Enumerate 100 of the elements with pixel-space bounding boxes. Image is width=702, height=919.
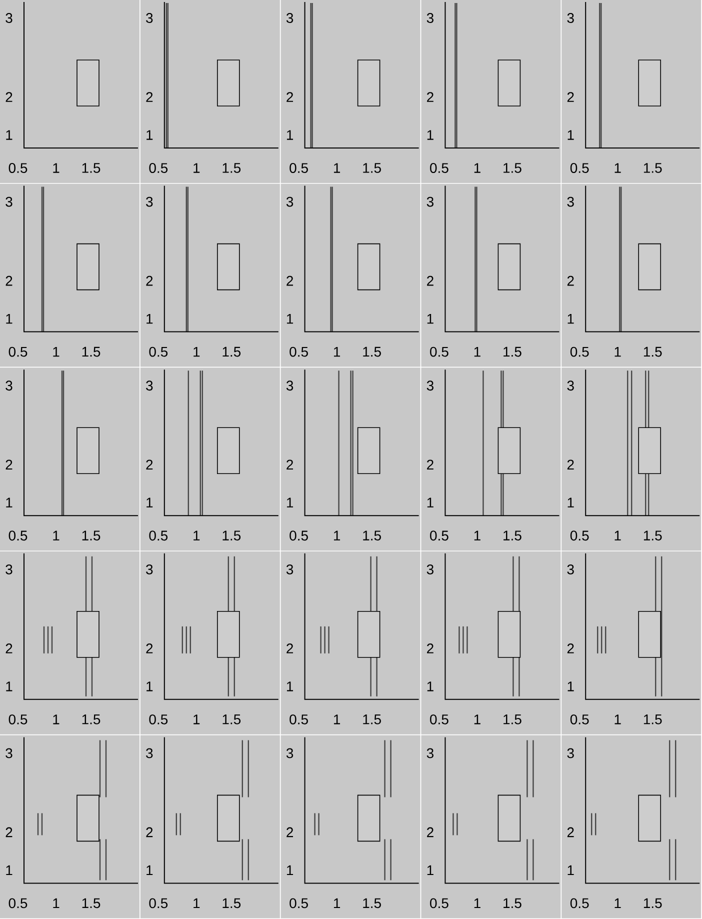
tick-label: 3 (426, 564, 434, 574)
tick-label: 1.5 (504, 163, 522, 173)
tick-label: 1 (286, 682, 294, 692)
tick-label: 1 (427, 130, 434, 140)
tick-label: 3 (286, 196, 294, 207)
tick-label: 0.5 (430, 898, 448, 908)
tick-label: 0.5 (570, 898, 589, 908)
tick-label: 2 (146, 92, 153, 102)
tick-label: 1 (194, 714, 200, 724)
tick-label: 1.5 (222, 346, 241, 357)
tick-label: 3 (286, 13, 294, 23)
tick-label: 2 (146, 827, 153, 838)
tick-label: 1 (286, 865, 294, 876)
tick-label: 3 (286, 748, 294, 758)
tick-label: 3 (146, 13, 153, 23)
tick-label: 1 (6, 865, 12, 876)
tick-label: 1 (427, 682, 434, 692)
tick-label: 2 (427, 827, 434, 838)
tick-label: 3 (567, 380, 574, 391)
tick-label: 1 (474, 347, 480, 357)
tick-label: 1.5 (644, 714, 662, 724)
tick-label: 3 (286, 380, 294, 391)
tick-label: 0.5 (149, 163, 168, 173)
tick-label: 0.5 (570, 163, 589, 173)
tick-label: 1 (53, 898, 60, 908)
tick-label: 3 (6, 564, 12, 574)
tick-label: 3 (146, 380, 153, 391)
tick-label: 2 (286, 827, 293, 838)
tick-label: 3 (146, 196, 153, 207)
tick-label: 2 (146, 276, 153, 286)
tick-label: 1.5 (82, 530, 100, 540)
tick-label: 1 (146, 682, 153, 692)
tick-label: 0.5 (8, 346, 28, 357)
tick-label: 0.5 (430, 346, 448, 357)
tick-label: 0.5 (149, 898, 168, 908)
tick-label: 1.5 (644, 163, 662, 173)
tick-label: 3 (146, 748, 153, 758)
tick-label: 1.5 (644, 898, 662, 908)
tick-label: 0.5 (290, 346, 308, 357)
tick-label: 1.5 (644, 530, 662, 540)
tick-label: 1.5 (82, 346, 100, 357)
tick-label: 1 (474, 163, 480, 173)
tick-label: 1 (474, 530, 480, 540)
tick-label: 1 (146, 130, 153, 140)
tick-label: 2 (567, 276, 574, 286)
tick-label: 2 (567, 644, 574, 654)
tick-label: 0.5 (290, 898, 308, 908)
tick-label: 1 (568, 498, 574, 508)
tick-label: 1 (427, 865, 434, 876)
tick-label: 1 (427, 498, 434, 508)
tick-label: 1.5 (644, 346, 662, 357)
tick-label: 0.5 (149, 346, 168, 357)
tick-label: 0.5 (290, 163, 308, 173)
tick-label: 3 (567, 196, 574, 207)
tick-label: 1.5 (82, 714, 100, 724)
tick-label: 1 (614, 714, 621, 724)
tick-label: 1 (614, 530, 621, 540)
tick-label: 1 (6, 498, 12, 508)
tick-label: 2 (286, 644, 293, 654)
tick-label: 1 (6, 314, 12, 324)
tick-label: 3 (426, 748, 434, 758)
tick-label: 2 (567, 460, 574, 470)
tick-label: 0.5 (570, 714, 589, 724)
tick-label: 1.5 (82, 898, 100, 908)
tick-label: 0.5 (8, 714, 28, 724)
tick-label: 0.5 (8, 530, 28, 541)
tick-label: 1 (568, 314, 574, 324)
tick-label: 2 (286, 276, 293, 286)
tick-label: 3 (567, 13, 574, 23)
tick-label: 2 (146, 460, 153, 470)
tick-label: 2 (567, 827, 574, 838)
tick-label: 1 (474, 714, 480, 724)
tick-label: 3 (426, 13, 434, 23)
tick-label: 1 (194, 347, 200, 357)
tick-label: 2 (427, 92, 434, 102)
tick-label: 0.5 (149, 530, 168, 541)
tick-label: 2 (146, 644, 153, 654)
tick-label: 1 (334, 347, 340, 357)
tick-label: 2 (286, 92, 293, 102)
tick-label: 2 (6, 92, 12, 102)
tick-label: 0.5 (290, 530, 308, 541)
tick-label: 1 (146, 314, 153, 324)
tick-label: 1.5 (222, 530, 241, 540)
tick-label: 1.5 (363, 530, 381, 540)
tick-label: 1.5 (363, 163, 381, 173)
tick-label: 3 (6, 748, 12, 758)
tick-label: 1 (334, 898, 340, 908)
tick-label: 3 (426, 196, 434, 207)
tick-label: 1 (334, 714, 340, 724)
tick-label: 1 (474, 898, 480, 908)
tick-label: 1.5 (363, 898, 381, 908)
tick-label: 1 (614, 898, 621, 908)
tick-label: 1 (6, 682, 12, 692)
tick-label: 3 (6, 196, 12, 207)
tick-label: 0.5 (8, 898, 28, 908)
tick-label: 1 (6, 130, 12, 140)
tick-label: 3 (6, 380, 12, 391)
tick-label: 0.5 (149, 714, 168, 724)
tick-label: 0.5 (8, 163, 28, 173)
tick-label: 1.5 (363, 714, 381, 724)
